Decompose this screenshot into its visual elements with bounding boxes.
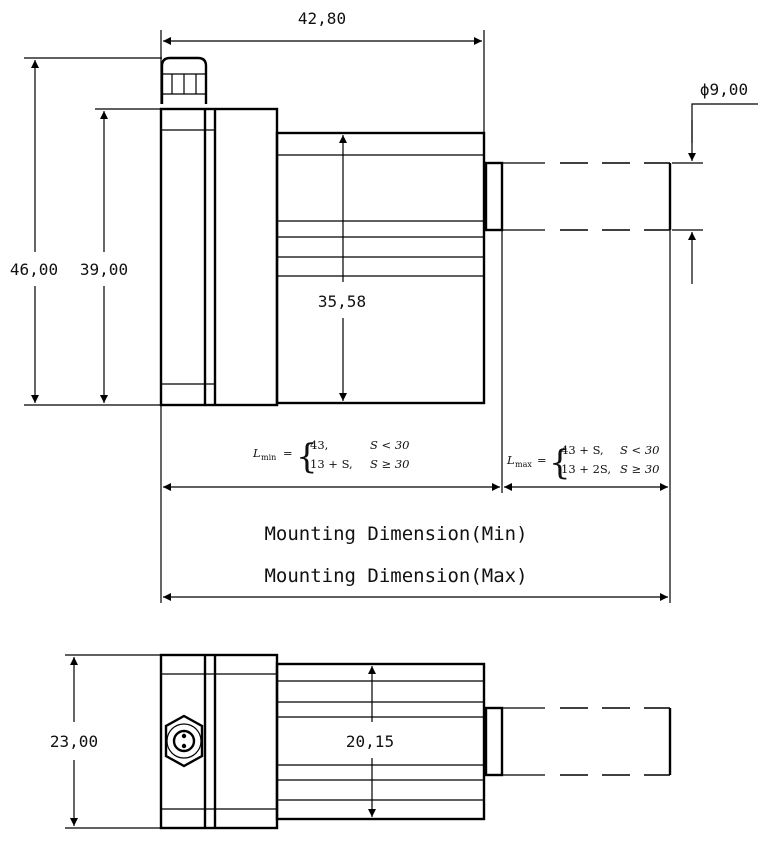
cable-gland: [160, 56, 208, 104]
lmin-case1-value: 43,: [310, 438, 328, 452]
side-tube-height-label: 20,15: [346, 732, 394, 751]
lmin-subscript: min: [261, 453, 276, 462]
lmin-case1-condition: S < 30: [370, 438, 409, 452]
tube-height-label: 35,58: [318, 292, 366, 311]
dimension-rod-diameter: ϕ9,00: [672, 80, 758, 284]
overall-width-label: 42,80: [298, 9, 346, 28]
dimension-overall-width: 42,80: [160, 9, 485, 133]
dimension-mounting: Mounting Dimension(Min) Mounting Dimensi…: [160, 230, 671, 603]
side-view: [159, 653, 672, 830]
mounting-max-label: Mounting Dimension(Max): [264, 565, 527, 587]
mounting-min-label: Mounting Dimension(Min): [264, 523, 527, 545]
side-body: [159, 653, 279, 830]
side-rod: [484, 706, 672, 777]
lmax-symbol: L: [506, 453, 515, 467]
lmax-case2-condition: S ≥ 30: [620, 462, 659, 476]
body-height-label: 39,00: [80, 260, 128, 279]
lmin-symbol: L: [252, 446, 261, 460]
dimension-side-tube-height: 20,15: [346, 666, 394, 817]
front-view: [159, 56, 672, 407]
dimension-body-height: 39,00: [80, 108, 161, 403]
piston-rod: [484, 161, 672, 232]
dimension-side-height: 23,00: [50, 654, 161, 829]
lmax-case1-value: 43 + S,: [561, 443, 604, 457]
side-height-label: 23,00: [50, 732, 98, 751]
connector: [164, 714, 204, 768]
lmax-case2-value: 13 + 2S,: [561, 462, 611, 476]
total-height-label: 46,00: [10, 260, 58, 279]
formula-lmax: L max = { 43 + S, S < 30 13 + 2S, S ≥ 30: [506, 443, 659, 483]
lmin-case2-value: 13 + S,: [310, 457, 353, 471]
lmin-case2-condition: S ≥ 30: [370, 457, 409, 471]
svg-text:{: {: [549, 443, 571, 483]
formula-lmin: L min = { 43, S < 30 13 + S, S ≥ 30: [252, 437, 409, 477]
rod-diameter-label: ϕ9,00: [700, 80, 748, 99]
svg-text:{: {: [296, 437, 318, 477]
lmax-case1-condition: S < 30: [620, 443, 659, 457]
svg-text:=: =: [537, 453, 547, 467]
side-tube: [275, 662, 486, 821]
lmax-subscript: max: [515, 460, 532, 469]
actuator-tube: [275, 131, 486, 405]
motor-body: [159, 107, 279, 407]
svg-text:=: =: [283, 446, 293, 460]
dimension-tube-height: 35,58: [318, 135, 366, 401]
dimension-total-height: 46,00: [10, 57, 162, 406]
